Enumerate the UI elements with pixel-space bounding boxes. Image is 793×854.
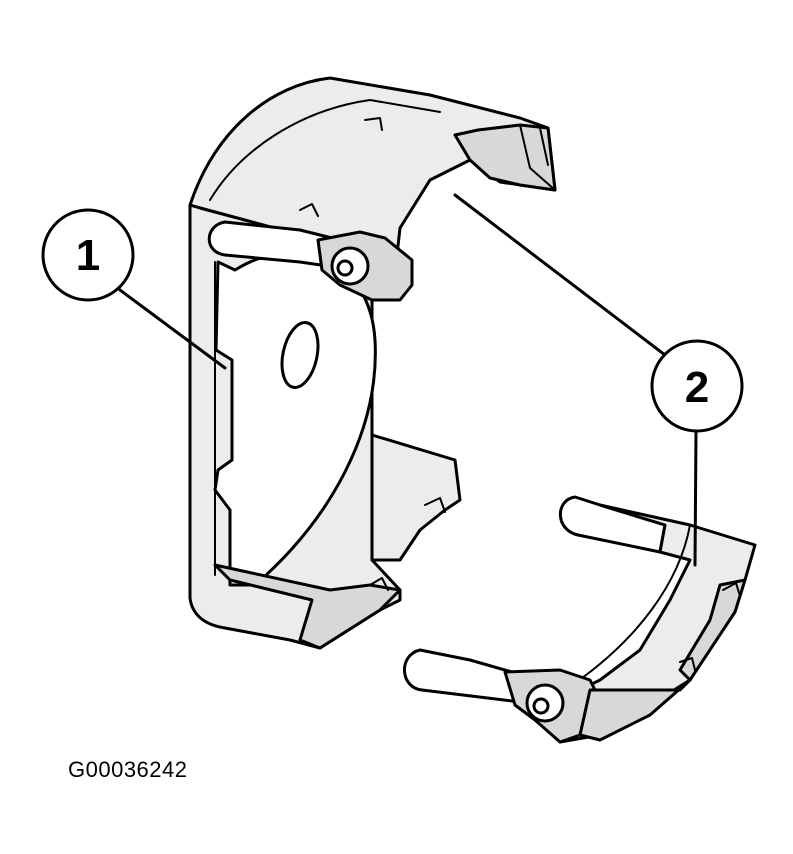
part-1-upper-shroud — [188, 76, 557, 650]
callout-2-leader-upper — [453, 193, 667, 357]
callout-1-leader — [118, 288, 227, 370]
part-2-pin-inner — [532, 697, 550, 715]
part-2-lower-shroud — [403, 495, 757, 744]
part-1-center-hole — [280, 321, 320, 389]
part-2-upper-arm — [558, 495, 667, 554]
part-1-top-right-tab — [453, 123, 557, 192]
part-2-flange-notch — [679, 582, 741, 671]
part-1-band-inner-curve — [209, 99, 441, 201]
figure-id-label: G00036242 — [68, 757, 188, 782]
part-1-bottom-lip — [213, 563, 402, 650]
part-1-band-notch — [299, 117, 383, 217]
callout-2-leader-lower — [693, 430, 698, 567]
part-1-bottom-ledge-notch — [424, 497, 446, 513]
callout-2-circle — [650, 339, 744, 433]
callout-1-label: 1 — [76, 231, 100, 280]
part-1-bottom-ledge — [370, 433, 462, 562]
part-1-tab-edge — [519, 124, 556, 191]
part-2-inner-curve — [564, 524, 691, 691]
callout-1: 1 — [41, 208, 227, 370]
part-1-inner-rib-left — [214, 261, 233, 576]
callout-2: 2 — [453, 193, 744, 567]
callout-1-circle — [41, 208, 135, 302]
part-1-bottom-lip-notch — [369, 577, 389, 591]
callout-2-label: 2 — [685, 363, 709, 412]
part-2-bottom-swoop — [578, 678, 692, 742]
part-1-pin-inner — [336, 259, 354, 277]
